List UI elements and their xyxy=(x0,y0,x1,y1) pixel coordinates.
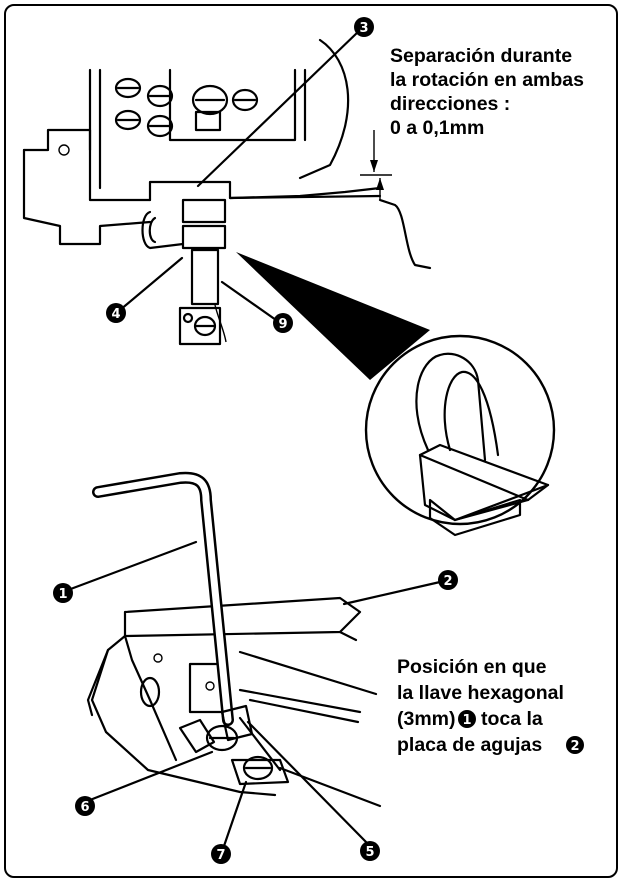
callout-6: 6 xyxy=(75,796,95,816)
figure-border xyxy=(4,4,618,878)
callout-5: 5 xyxy=(360,841,380,861)
callout-7: 7 xyxy=(211,844,231,864)
callout-4: 4 xyxy=(106,303,126,323)
svg-text:la rotación en ambas: la rotación en ambas xyxy=(390,69,584,91)
svg-text:(3mm): (3mm) xyxy=(397,708,456,730)
inline-ref-1: 1 xyxy=(458,710,476,728)
svg-text:0 a 0,1mm: 0 a 0,1mm xyxy=(390,117,484,139)
svg-text:3: 3 xyxy=(359,21,368,36)
svg-text:la llave hexagonal: la llave hexagonal xyxy=(397,682,564,704)
svg-text:placa de agujas: placa de agujas xyxy=(397,734,542,756)
svg-text:Separación durante: Separación durante xyxy=(390,45,572,67)
svg-text:9: 9 xyxy=(278,317,287,332)
svg-text:5: 5 xyxy=(365,845,374,860)
inline-ref-2: 2 xyxy=(566,736,584,754)
callout-1: 1 xyxy=(53,583,73,603)
clearance-note: Separación durante la rotación en ambas … xyxy=(390,45,584,139)
svg-text:6: 6 xyxy=(80,800,89,815)
svg-text:7: 7 xyxy=(216,848,225,863)
hook-assembly-illustration xyxy=(22,38,432,380)
callout-3: 3 xyxy=(354,17,374,37)
callout-9: 9 xyxy=(273,313,293,333)
binder-clip-zoom xyxy=(364,334,556,537)
leader-lines xyxy=(66,28,442,848)
svg-text:2: 2 xyxy=(443,574,452,589)
svg-text:2: 2 xyxy=(570,739,579,754)
svg-text:1: 1 xyxy=(462,713,471,728)
throat-plate-illustration xyxy=(86,471,382,808)
callout-2: 2 xyxy=(438,570,458,590)
svg-text:toca la: toca la xyxy=(481,708,543,730)
svg-text:4: 4 xyxy=(111,307,120,322)
wrench-position-note: Posición en que la llave hexagonal (3mm)… xyxy=(397,656,584,756)
svg-text:Posición en que: Posición en que xyxy=(397,656,547,678)
svg-text:direcciones :: direcciones : xyxy=(390,93,510,115)
svg-text:1: 1 xyxy=(58,587,67,602)
